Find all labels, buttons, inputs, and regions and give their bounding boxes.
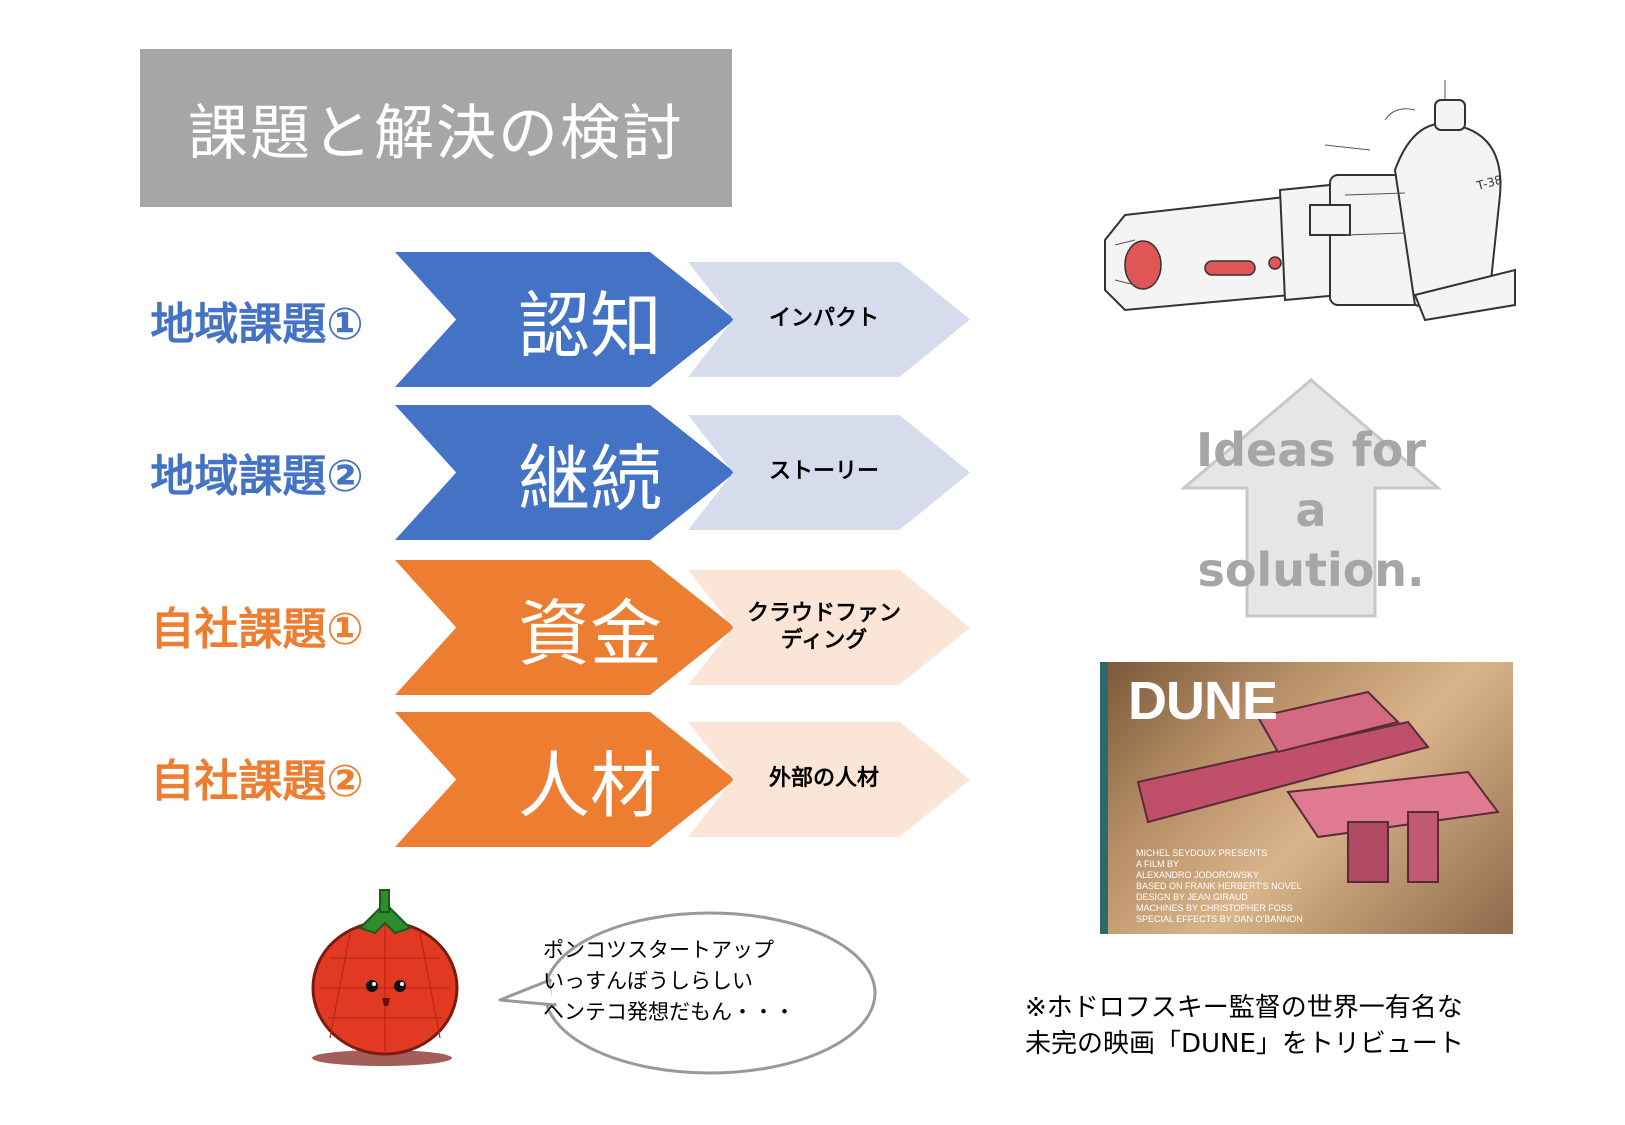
poster-credit-line: BASED ON FRANK HERBERT'S NOVEL xyxy=(1136,881,1302,891)
row-label-regional-2: 地域課題② xyxy=(150,451,364,502)
ideas-line: solution. xyxy=(1197,543,1425,597)
poster-credit-line: SPECIAL EFFECTS BY DAN O'BANNON xyxy=(1136,914,1303,924)
row-label-company-2: 自社課題② xyxy=(150,756,364,807)
chevron-sub-label: 外部の人材 xyxy=(768,766,879,792)
poster-ships-image xyxy=(1136,690,1500,883)
dune-poster-image: DUNE MICHEL SEYDOUX PRESENTS A FILM BY A… xyxy=(1100,662,1513,934)
poster-credit-line: ALEXANDRO JODOROWSKY xyxy=(1136,870,1260,880)
speech-bubble-text: ポンコツスタートアップ いっすんぼうしらしい ヘンテコ発想だもん・・・ xyxy=(543,935,843,1028)
ideas-line: Ideas for xyxy=(1196,423,1426,477)
chevron-main-funding: 資金 xyxy=(395,560,735,695)
poster-credit-line: A FILM BY xyxy=(1136,859,1180,869)
caption-line: ※ホドロフスキー監督の世界一有名な xyxy=(1025,993,1463,1023)
chevron-sub-crowdfunding: クラウドファン ディング xyxy=(688,570,970,685)
poster-credit-line: DESIGN BY JEAN GIRAUD xyxy=(1136,892,1248,902)
chevron-main-label: 認知 xyxy=(517,284,662,368)
up-arrow-icon xyxy=(1180,378,1442,618)
chevron-main-continuation: 継続 xyxy=(395,405,735,540)
chevron-main-recognition: 認知 xyxy=(395,252,735,387)
chevron-sub-label: ストーリー xyxy=(768,459,879,485)
poster-caption: ※ホドロフスキー監督の世界一有名な 未完の映画「DUNE」をトリビュート xyxy=(1025,990,1585,1062)
chevron-main-label: 継続 xyxy=(517,437,662,521)
bubble-line: ヘンテコ発想だもん・・・ xyxy=(543,1000,795,1024)
poster-title: DUNE xyxy=(1128,671,1278,731)
speech-bubble xyxy=(498,911,877,1075)
sketch-label: T-38 xyxy=(1474,173,1504,193)
row-label-regional-1: 地域課題① xyxy=(150,299,364,350)
tomato-mascot-image xyxy=(311,889,459,1066)
chevron-main-talent: 人材 xyxy=(395,712,735,847)
chevron-sub-label: クラウドファン ディング xyxy=(746,601,901,653)
poster-credit-line: MACHINES BY CHRISTOPHER FOSS xyxy=(1136,903,1293,913)
row-label-company-1: 自社課題① xyxy=(150,604,364,655)
ideas-line: a xyxy=(1295,483,1327,537)
bubble-line: いっすんぼうしらしい xyxy=(543,969,753,993)
page-title: 課題と解決の検討 xyxy=(140,49,732,207)
machine-sketch-image: T-38 xyxy=(1104,80,1516,322)
chevron-main-label: 資金 xyxy=(517,592,662,676)
chevron-sub-external-talent: 外部の人材 xyxy=(688,722,970,837)
bubble-line: ポンコツスタートアップ xyxy=(543,938,774,962)
caption-line: 未完の映画「DUNE」をトリビュート xyxy=(1025,1029,1464,1059)
poster-credit-line: MICHEL SEYDOUX PRESENTS xyxy=(1136,848,1268,858)
poster-credits: MICHEL SEYDOUX PRESENTS A FILM BY ALEXAN… xyxy=(1136,848,1346,925)
ideas-arrow-text: Ideas for a solution. xyxy=(1180,420,1442,600)
chevron-sub-label: インパクト xyxy=(768,306,879,332)
chevron-main-label: 人材 xyxy=(517,744,662,828)
